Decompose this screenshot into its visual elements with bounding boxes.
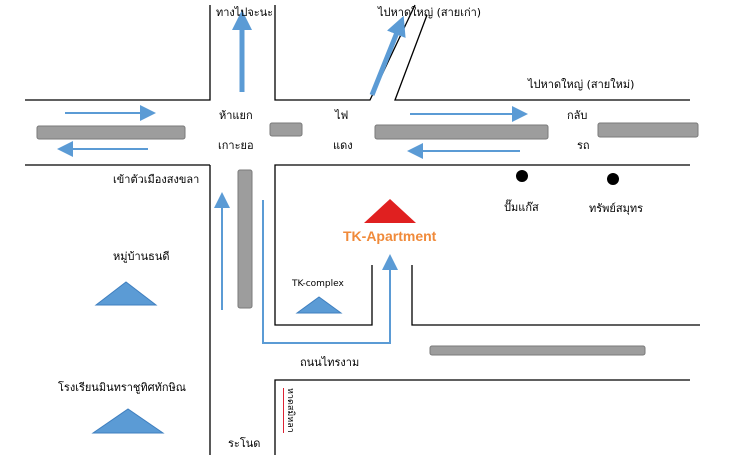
label-junction-1: ห้าแยก xyxy=(219,109,253,122)
median-center xyxy=(269,122,303,137)
gas-station-dot-icon xyxy=(516,170,528,182)
label-tk-complex: TK-complex xyxy=(292,279,344,289)
road-edges xyxy=(25,4,700,455)
label-uturn-1: กลับ xyxy=(567,109,588,122)
landmark-triangle-icon xyxy=(91,408,165,434)
apartment-triangle-icon xyxy=(364,199,416,223)
road-edge-top-middle xyxy=(274,4,416,101)
label-junction-2: เกาะยอ xyxy=(218,139,254,152)
label-to-hatyai-old: ไปหาดใหญ่ (สายเก่า) xyxy=(378,6,482,19)
label-road-saingam: ถนนไทรงาม xyxy=(300,356,360,369)
label-apartment: TK-Apartment xyxy=(343,228,437,244)
median-left xyxy=(36,125,186,140)
label-to-samila: หาดสมิหลา xyxy=(283,388,296,433)
label-light-1: ไฟ xyxy=(335,109,349,122)
label-to-chana: ทางไปจะนะ xyxy=(216,6,274,19)
flow-arrows xyxy=(57,10,528,344)
road-edge-top-left xyxy=(25,5,211,101)
label-village: หมู่บ้านธนดี xyxy=(113,250,170,263)
median-vertical xyxy=(237,169,253,309)
label-to-songkhla: เข้าตัวเมืองสงขลา xyxy=(113,173,200,186)
landmark-triangle-icon xyxy=(295,296,343,314)
label-to-hatyai-new: ไปหาดใหญ่ (สายใหม่) xyxy=(528,78,635,91)
road-edge-bottom xyxy=(274,379,690,455)
diagonal-arrow-icon xyxy=(369,15,406,96)
median-far-right xyxy=(597,122,699,138)
label-gas-station: ปั๊มแก๊ส xyxy=(504,201,539,214)
road-edge-apartment-lane xyxy=(411,265,700,326)
median-right xyxy=(374,124,549,140)
store-dot-icon xyxy=(607,173,619,185)
label-uturn-2: รถ xyxy=(577,139,590,152)
label-light-2: แดง xyxy=(333,139,353,152)
road-edge-top-right xyxy=(394,14,690,101)
road-edge-lower-right xyxy=(274,164,690,326)
medians xyxy=(36,122,699,356)
label-supsamut: ทรัพย์สมุทร xyxy=(589,202,643,215)
landmark-triangle-icon xyxy=(94,281,158,306)
median-bottom xyxy=(429,345,646,356)
label-school: โรงเรียนมินทราชูทิศทักษิณ xyxy=(58,381,186,394)
label-ranod: ระโนด xyxy=(228,437,261,450)
route-arrow-icon xyxy=(262,200,398,344)
